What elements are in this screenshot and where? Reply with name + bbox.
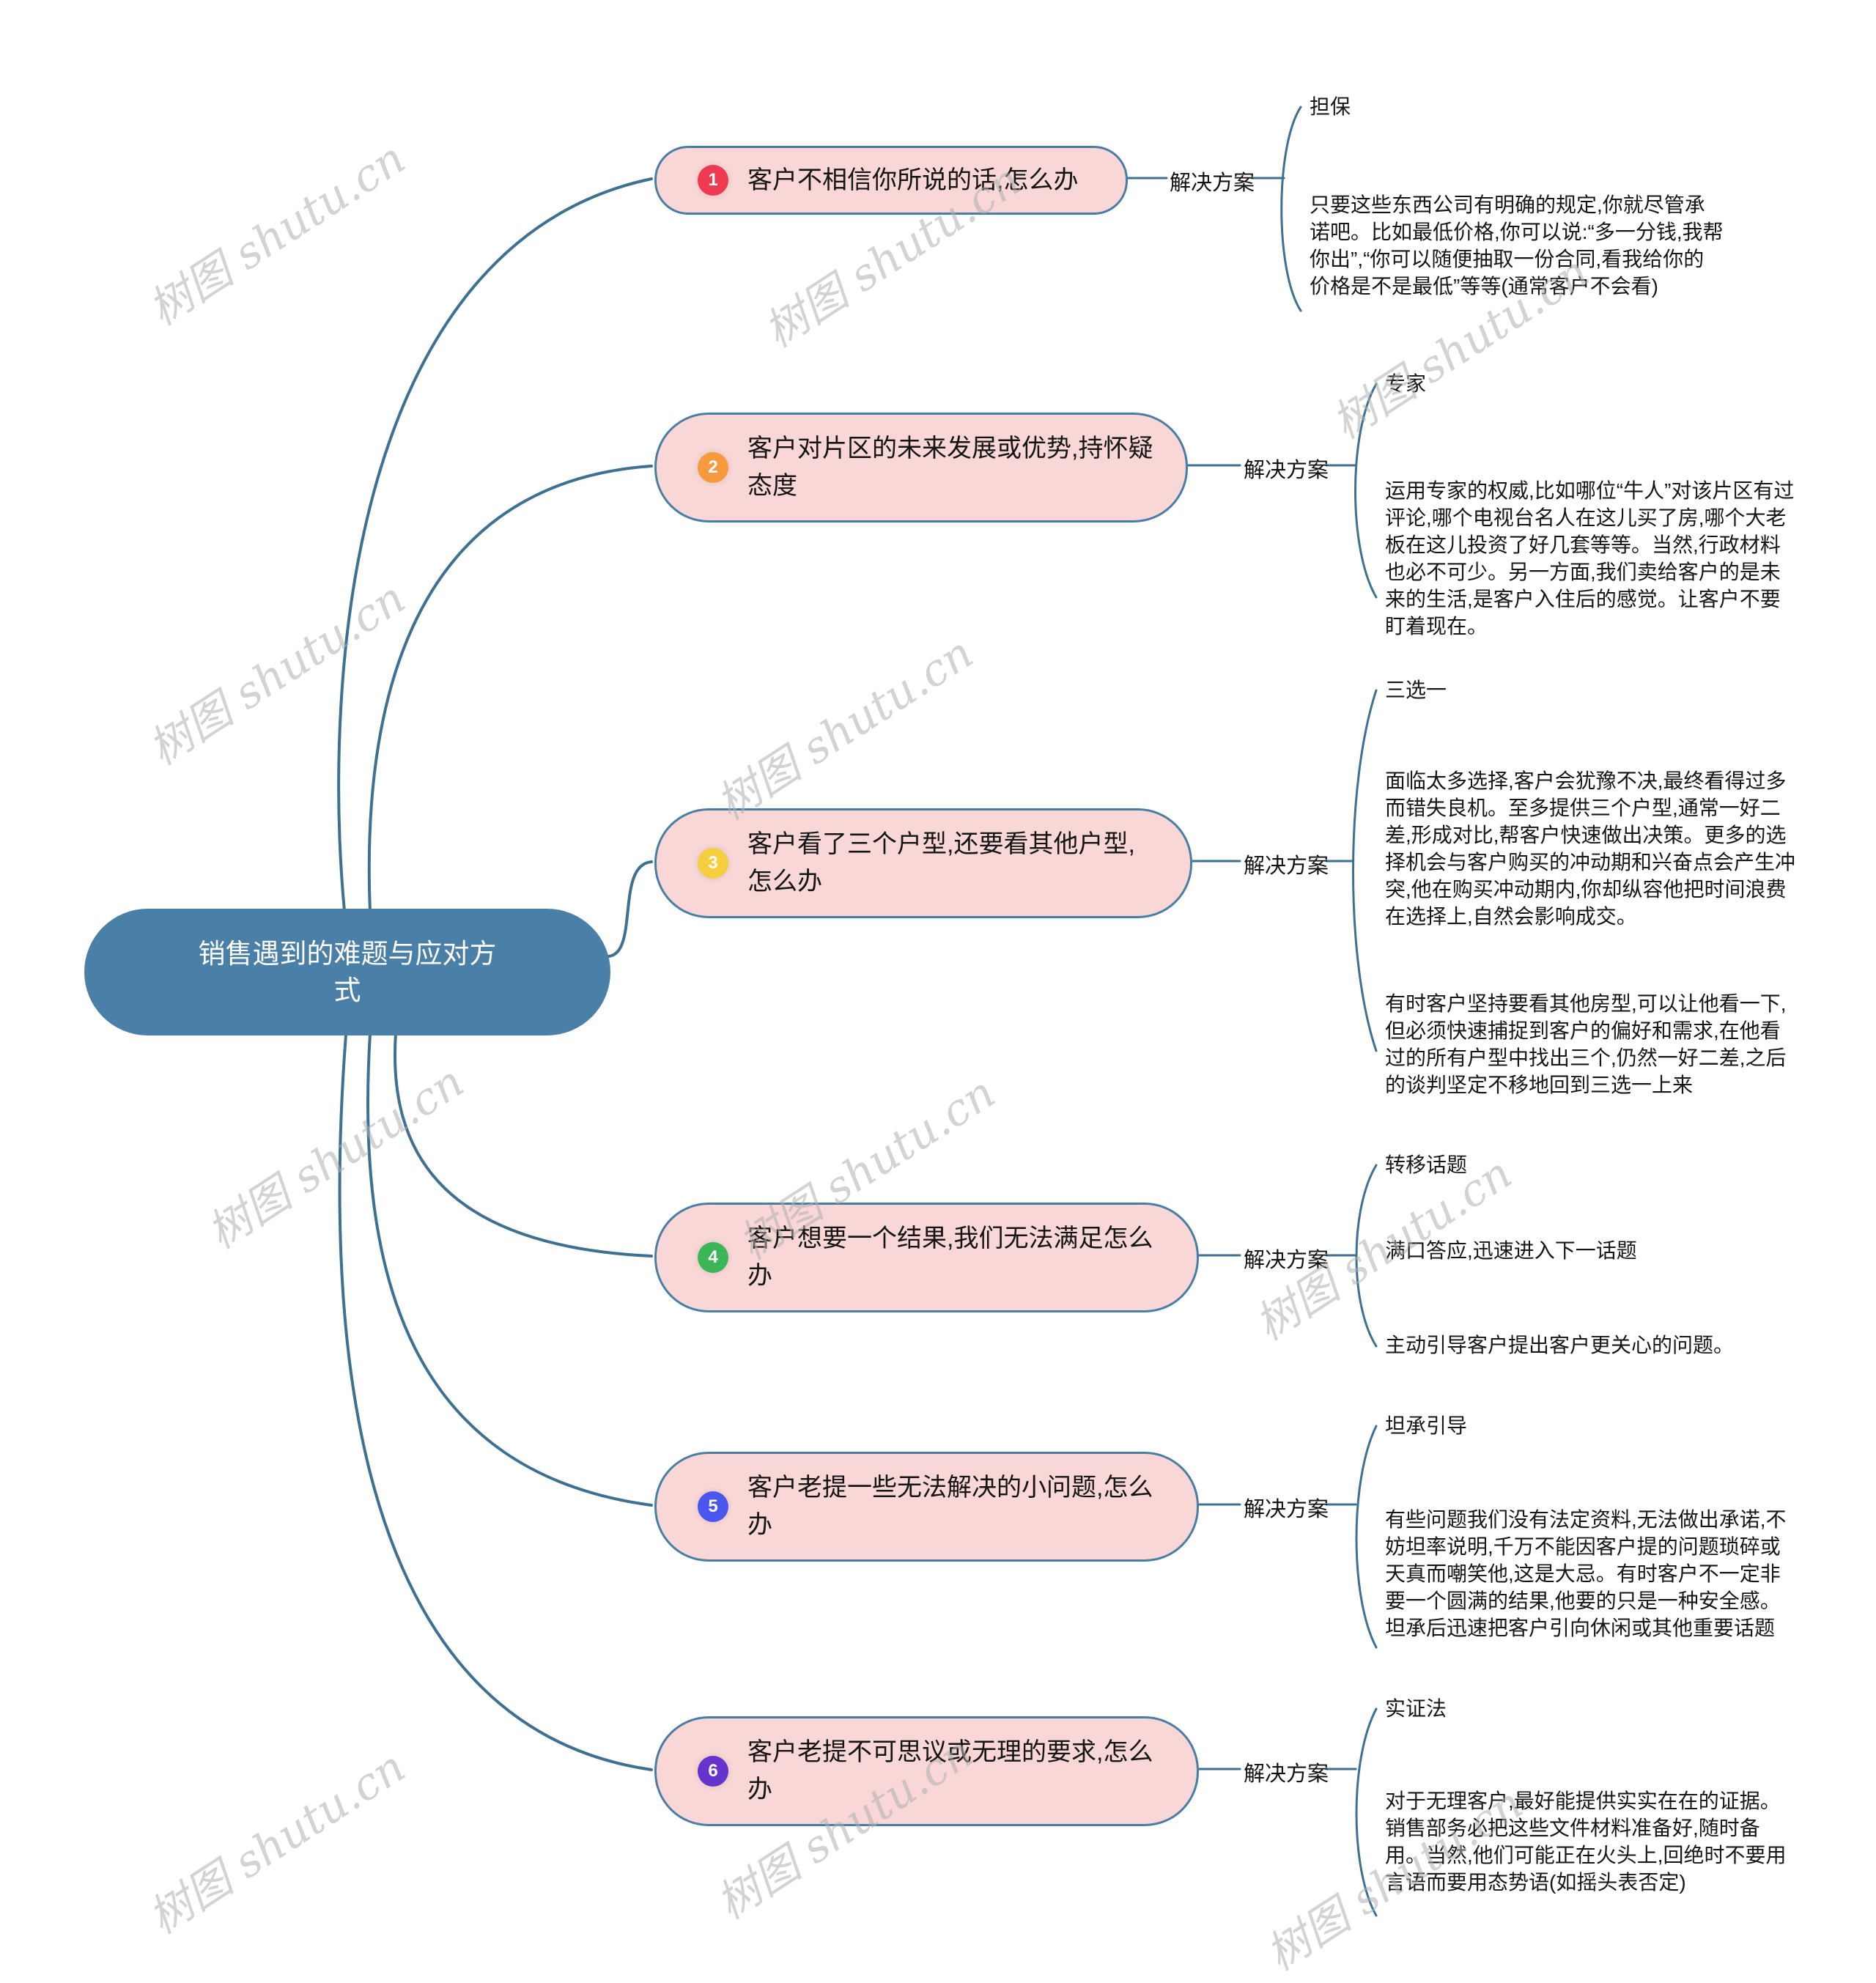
solution-item[interactable]: 面临太多选择,客户会犹豫不决,最终看得过多而错失良机。至多提供三个户型,通常一好… [1385, 769, 1796, 928]
branch-1-question: 客户不相信你所说的话,怎么办 [747, 166, 1079, 194]
branch-4-question: 客户想要一个结果,我们无法满足怎么办 [747, 1225, 1153, 1290]
solution-item[interactable]: 运用专家的权威,比如哪位“牛人”对该片区有过评论,哪个电视台名人在这儿买了房,哪… [1385, 479, 1795, 638]
solution-item[interactable]: 担保 [1310, 95, 1351, 118]
branch-node-4[interactable]: 4 客户想要一个结果,我们无法满足怎么办 [654, 1203, 1199, 1312]
solution-item[interactable]: 只要这些东西公司有明确的规定,你就尽管承诺吧。比如最低价格,你可以说:“多一分钱… [1310, 193, 1724, 298]
solution-item[interactable]: 满口答应,迅速进入下一话题 [1385, 1239, 1637, 1262]
solution-item[interactable]: 坦承引导 [1385, 1414, 1468, 1437]
branch-3-number-badge: 3 [698, 848, 728, 879]
branch-6-number-badge: 6 [698, 1756, 728, 1787]
root-node[interactable]: 销售遇到的难题与应对方式 [84, 909, 610, 1035]
solution-label-1[interactable]: 解决方案 [1170, 171, 1255, 195]
branch-5-number-badge: 5 [698, 1491, 728, 1522]
branch-node-5[interactable]: 5 客户老提一些无法解决的小问题,怎么办 [654, 1452, 1199, 1562]
solution-item[interactable]: 专家 [1385, 372, 1427, 395]
solution-label-6[interactable]: 解决方案 [1244, 1762, 1329, 1786]
solution-item[interactable]: 主动引导客户提出客户更关心的问题。 [1385, 1334, 1735, 1356]
solution-item[interactable]: 实证法 [1385, 1697, 1447, 1720]
solution-label-5[interactable]: 解决方案 [1244, 1498, 1329, 1521]
solution-item[interactable]: 转移话题 [1385, 1153, 1468, 1176]
solution-label-3[interactable]: 解决方案 [1244, 854, 1329, 878]
solution-item[interactable]: 三选一 [1385, 679, 1447, 701]
solution-label-4[interactable]: 解决方案 [1244, 1249, 1329, 1272]
branch-node-6[interactable]: 6 客户老提不可思议或无理的要求,怎么办 [654, 1716, 1199, 1826]
solution-item[interactable]: 对于无理客户,最好能提供实实在在的证据。销售部务必把这些文件材料准备好,随时备用… [1385, 1790, 1787, 1894]
branch-node-2[interactable]: 2 客户对片区的未来发展或优势,持怀疑态度 [654, 413, 1188, 522]
solution-item[interactable]: 有些问题我们没有法定资料,无法做出承诺,不妨坦率说明,千万不能因客户提的问题琐碎… [1385, 1508, 1787, 1639]
branch-5-question: 客户老提一些无法解决的小问题,怎么办 [747, 1474, 1153, 1539]
branch-2-question: 客户对片区的未来发展或优势,持怀疑态度 [747, 435, 1153, 500]
branch-4-number-badge: 4 [698, 1242, 728, 1273]
branch-node-1[interactable]: 1 客户不相信你所说的话,怎么办 [654, 146, 1128, 215]
branch-3-question: 客户看了三个户型,还要看其他户型,怎么办 [747, 830, 1135, 896]
root-title: 销售遇到的难题与应对方式 [198, 938, 497, 1005]
branch-1-number-badge: 1 [698, 165, 728, 196]
solution-label-2[interactable]: 解决方案 [1244, 459, 1329, 482]
solution-item[interactable]: 有时客户坚持要看其他房型,可以让他看一下,但必须快速捕捉到客户的偏好和需求,在他… [1385, 992, 1787, 1096]
branch-node-3[interactable]: 3 客户看了三个户型,还要看其他户型,怎么办 [654, 808, 1192, 918]
branch-6-question: 客户老提不可思议或无理的要求,怎么办 [747, 1738, 1153, 1803]
branch-2-number-badge: 2 [698, 452, 728, 483]
